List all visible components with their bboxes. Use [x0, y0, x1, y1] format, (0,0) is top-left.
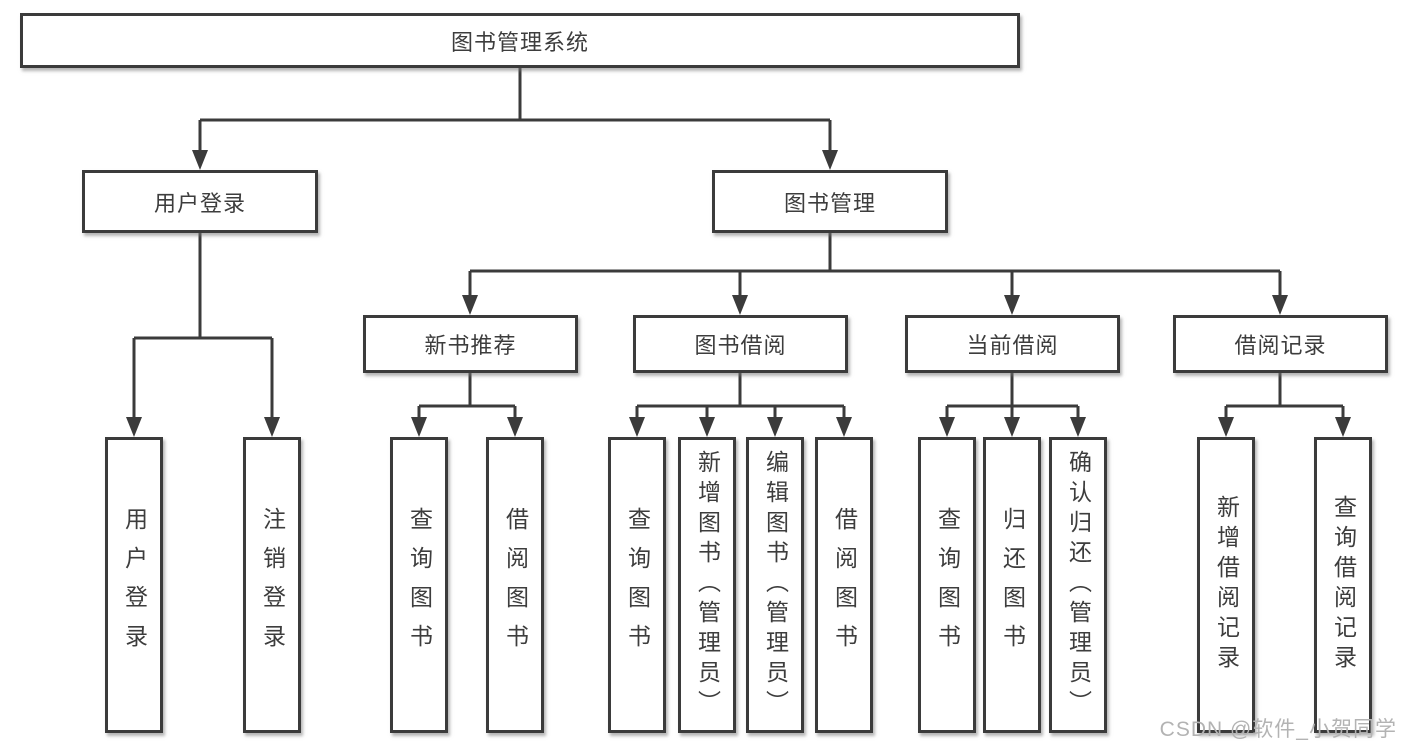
leaf-logout: 注销登录	[243, 437, 301, 733]
leaf-label: 注销登录	[259, 507, 286, 663]
node-label: 用户登录	[153, 190, 246, 216]
leaf-query-books-recommend: 查询图书	[390, 437, 448, 733]
node-label: 图书借阅	[694, 333, 787, 358]
node-label: 新书推荐	[424, 333, 517, 358]
node-label: 图书管理系统	[450, 29, 589, 55]
connector-user-login-branch	[132, 233, 274, 419]
leaf-query-books-borrow: 查询图书	[608, 437, 666, 733]
leaf-add-borrow-record: 新增借阅记录	[1197, 437, 1255, 733]
node-book-management-system: 图书管理系统	[20, 13, 1020, 68]
leaf-label: 查询图书	[406, 507, 433, 663]
connector-book-management-branch	[468, 233, 1282, 297]
leaf-query-books-current: 查询图书	[918, 437, 976, 733]
node-book-borrow: 图书借阅	[633, 315, 848, 373]
leaf-confirm-return-admin: 确认归还（管理员）	[1049, 437, 1107, 733]
leaf-borrow-books-recommend: 借阅图书	[486, 437, 544, 733]
connector-book-borrow-branch	[635, 373, 846, 419]
node-book-management: 图书管理	[712, 170, 948, 233]
node-user-login: 用户登录	[82, 170, 318, 233]
leaf-label: 新增借阅记录	[1213, 495, 1240, 675]
leaf-query-borrow-record: 查询借阅记录	[1314, 437, 1372, 733]
leaf-label: 新增图书（管理员）	[694, 450, 721, 720]
node-current-borrow: 当前借阅	[905, 315, 1120, 373]
leaf-label: 借阅图书	[502, 507, 529, 663]
arrowheads-leaves	[126, 417, 1351, 437]
leaf-label: 查询借阅记录	[1330, 495, 1357, 675]
leaf-return-book: 归还图书	[983, 437, 1041, 733]
watermark: CSDN @软件_小贺同学	[1159, 718, 1397, 741]
arrowheads-level3	[462, 295, 1288, 315]
leaf-edit-book-admin: 编辑图书（管理员）	[746, 437, 804, 733]
leaf-label: 用户登录	[121, 507, 148, 663]
leaf-borrow-books: 借阅图书	[815, 437, 873, 733]
leaf-label: 借阅图书	[831, 507, 858, 663]
node-label: 图书管理	[783, 190, 876, 216]
arrowheads-level2	[192, 150, 838, 170]
leaf-label: 编辑图书（管理员）	[762, 450, 789, 720]
leaf-label: 确认归还（管理员）	[1065, 450, 1092, 720]
leaf-label: 归还图书	[999, 507, 1026, 663]
connector-borrow-records-branch	[1224, 373, 1345, 419]
connector-root-to-level2	[198, 68, 832, 152]
node-borrow-records: 借阅记录	[1173, 315, 1388, 373]
node-label: 借阅记录	[1234, 333, 1327, 358]
leaf-user-login: 用户登录	[105, 437, 163, 733]
leaf-label: 查询图书	[934, 507, 961, 663]
leaf-label: 查询图书	[624, 507, 651, 663]
leaf-add-book-admin: 新增图书（管理员）	[678, 437, 736, 733]
node-new-book-recommend: 新书推荐	[363, 315, 578, 373]
connector-current-borrow-branch	[945, 373, 1080, 419]
connector-new-book-branch	[417, 373, 517, 419]
node-label: 当前借阅	[966, 333, 1059, 358]
